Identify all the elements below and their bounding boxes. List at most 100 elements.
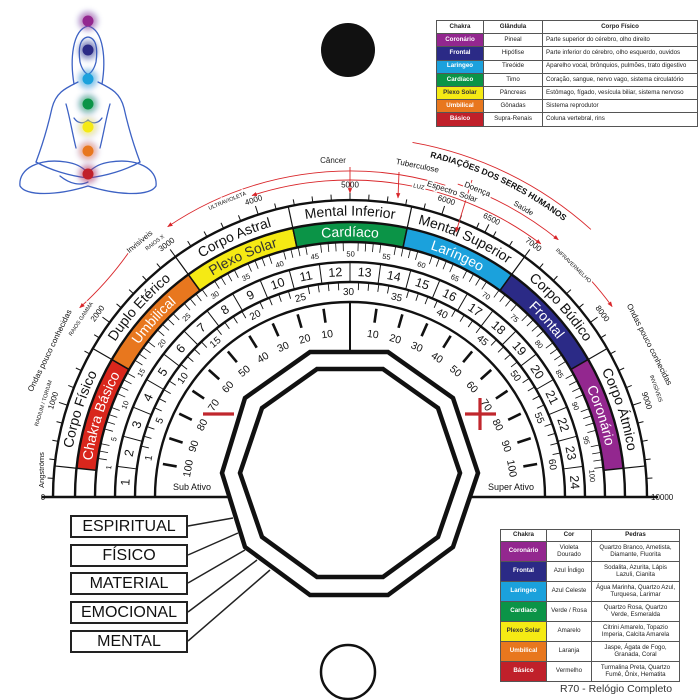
ultravioleta-label: ULTRAVIOLETA xyxy=(208,191,248,212)
scale-100-label: 40 xyxy=(274,259,285,270)
sub-activity-label: 50 xyxy=(236,363,253,380)
scale-100-tick xyxy=(493,289,500,298)
activity-tick xyxy=(523,462,538,468)
scale-100-tick xyxy=(138,353,147,360)
super-activity-label: 90 xyxy=(498,439,513,454)
scale-100-tick xyxy=(594,466,604,469)
scale-60-label: 5 xyxy=(154,416,166,426)
scale-100-label: 50 xyxy=(346,249,354,258)
scale-60-tick xyxy=(168,380,177,386)
scale-100-label: 85 xyxy=(554,368,566,380)
wavelength-tick xyxy=(618,367,625,371)
wavelength-tick xyxy=(187,240,192,247)
activity-tick xyxy=(462,350,474,364)
table-cell: Gônadas xyxy=(483,99,543,114)
scale-100-tick xyxy=(100,443,110,446)
scale-100-tick xyxy=(254,260,259,269)
wavelength-tick xyxy=(508,240,513,247)
scale-60-tick xyxy=(186,356,194,363)
wavelength-tick xyxy=(484,224,490,233)
table-cell: Laranja xyxy=(546,641,592,662)
wavelength-tick xyxy=(441,205,446,215)
wavelength-tick xyxy=(600,334,607,339)
table-cell: Tireóide xyxy=(483,59,543,74)
super-activity-label: 10 xyxy=(366,328,379,342)
scale-60-tick xyxy=(552,452,561,456)
scale-60-tick xyxy=(158,398,167,403)
scale-100-tick xyxy=(111,407,120,411)
body-label: Mental Inferior xyxy=(304,202,397,222)
scale-100-tick xyxy=(568,380,578,386)
level-box-emocional: EMOCIONAL xyxy=(70,601,188,624)
scale-100-tick xyxy=(183,303,191,311)
scale-60-tick xyxy=(327,283,330,292)
scale-100-tick xyxy=(220,276,226,286)
scale-60-tick xyxy=(475,326,482,334)
scale-100-tick xyxy=(320,243,322,253)
wavelength-tick xyxy=(102,316,111,323)
scale-60-tick xyxy=(180,363,188,370)
wavelength-tick xyxy=(476,222,480,229)
wavelength-tick xyxy=(56,421,63,424)
wavelength-tick xyxy=(552,275,558,281)
scale-100-tick xyxy=(442,260,447,270)
chakra-cell: Plexo Solar xyxy=(500,621,547,642)
wavelength-tick xyxy=(128,289,134,295)
chakra-cell: Básico xyxy=(436,112,484,127)
scale-60-tick xyxy=(536,404,545,409)
sub-activity-label: 30 xyxy=(276,339,292,355)
scale-24-divider xyxy=(557,435,578,442)
scale-60-tick xyxy=(241,310,247,319)
activity-tick xyxy=(162,462,177,468)
header-glandula: Glândula xyxy=(483,19,543,35)
scale-100-tick xyxy=(261,257,266,267)
body-divider xyxy=(406,206,413,229)
scale-24-divider xyxy=(563,465,584,470)
chakra-cell: Laringeo xyxy=(500,581,547,602)
table-cell: Azul Índigo xyxy=(546,561,592,582)
wavelength-zero-label: 0 xyxy=(41,493,46,502)
header-corpo-fisico: Corpo Físico xyxy=(542,19,698,35)
scale-24-label: 12 xyxy=(328,265,343,280)
level-box-mental: MENTAL xyxy=(70,630,188,653)
scale-60-tick xyxy=(163,389,171,394)
scale-100-tick xyxy=(554,354,563,361)
scale-100-tick xyxy=(565,373,574,380)
chakra-cell: Frontal xyxy=(436,46,484,61)
wavelength-tick xyxy=(492,231,497,237)
scale-60-tick xyxy=(216,328,222,335)
scale-100-tick xyxy=(558,360,567,367)
scale-60-tick xyxy=(268,297,273,306)
wavelength-label: 8000 xyxy=(594,304,612,324)
wavelength-tick xyxy=(578,303,584,309)
table-cell: Pineal xyxy=(483,33,543,48)
wavelength-tick xyxy=(566,289,572,295)
table-cell: Aparelho vocal, brônquios, pulmões, trat… xyxy=(542,59,698,74)
scale-60-tick xyxy=(497,346,505,353)
scale-100-tick xyxy=(327,242,330,252)
table-cell: Supra-Renais xyxy=(483,112,543,127)
table-cell: Parte inferior do cérebro, olho esquerdo… xyxy=(542,46,698,61)
scale-60-label: 45 xyxy=(474,333,490,349)
sub-activity-label: 40 xyxy=(255,350,271,366)
scale-24-label: 20 xyxy=(527,362,546,381)
scale-60-tick xyxy=(141,445,150,449)
table-cell: Timo xyxy=(483,72,543,87)
scale-24-divider xyxy=(377,263,382,284)
scale-60-label: 25 xyxy=(294,292,308,305)
scale-100-tick xyxy=(290,248,294,258)
scale-100-label: 5 xyxy=(109,436,119,442)
scale-24-divider xyxy=(318,263,323,284)
scale-60-tick xyxy=(467,320,474,328)
scale-100-tick xyxy=(449,263,454,273)
scale-100-tick xyxy=(475,277,481,286)
wavelength-unit-label: Angströms xyxy=(37,452,46,488)
caption: R70 - Relógio Completo xyxy=(560,683,673,695)
scale-24-divider xyxy=(163,353,180,367)
scale-60-tick xyxy=(367,282,370,291)
chakra-cell: Umbilical xyxy=(436,99,484,114)
